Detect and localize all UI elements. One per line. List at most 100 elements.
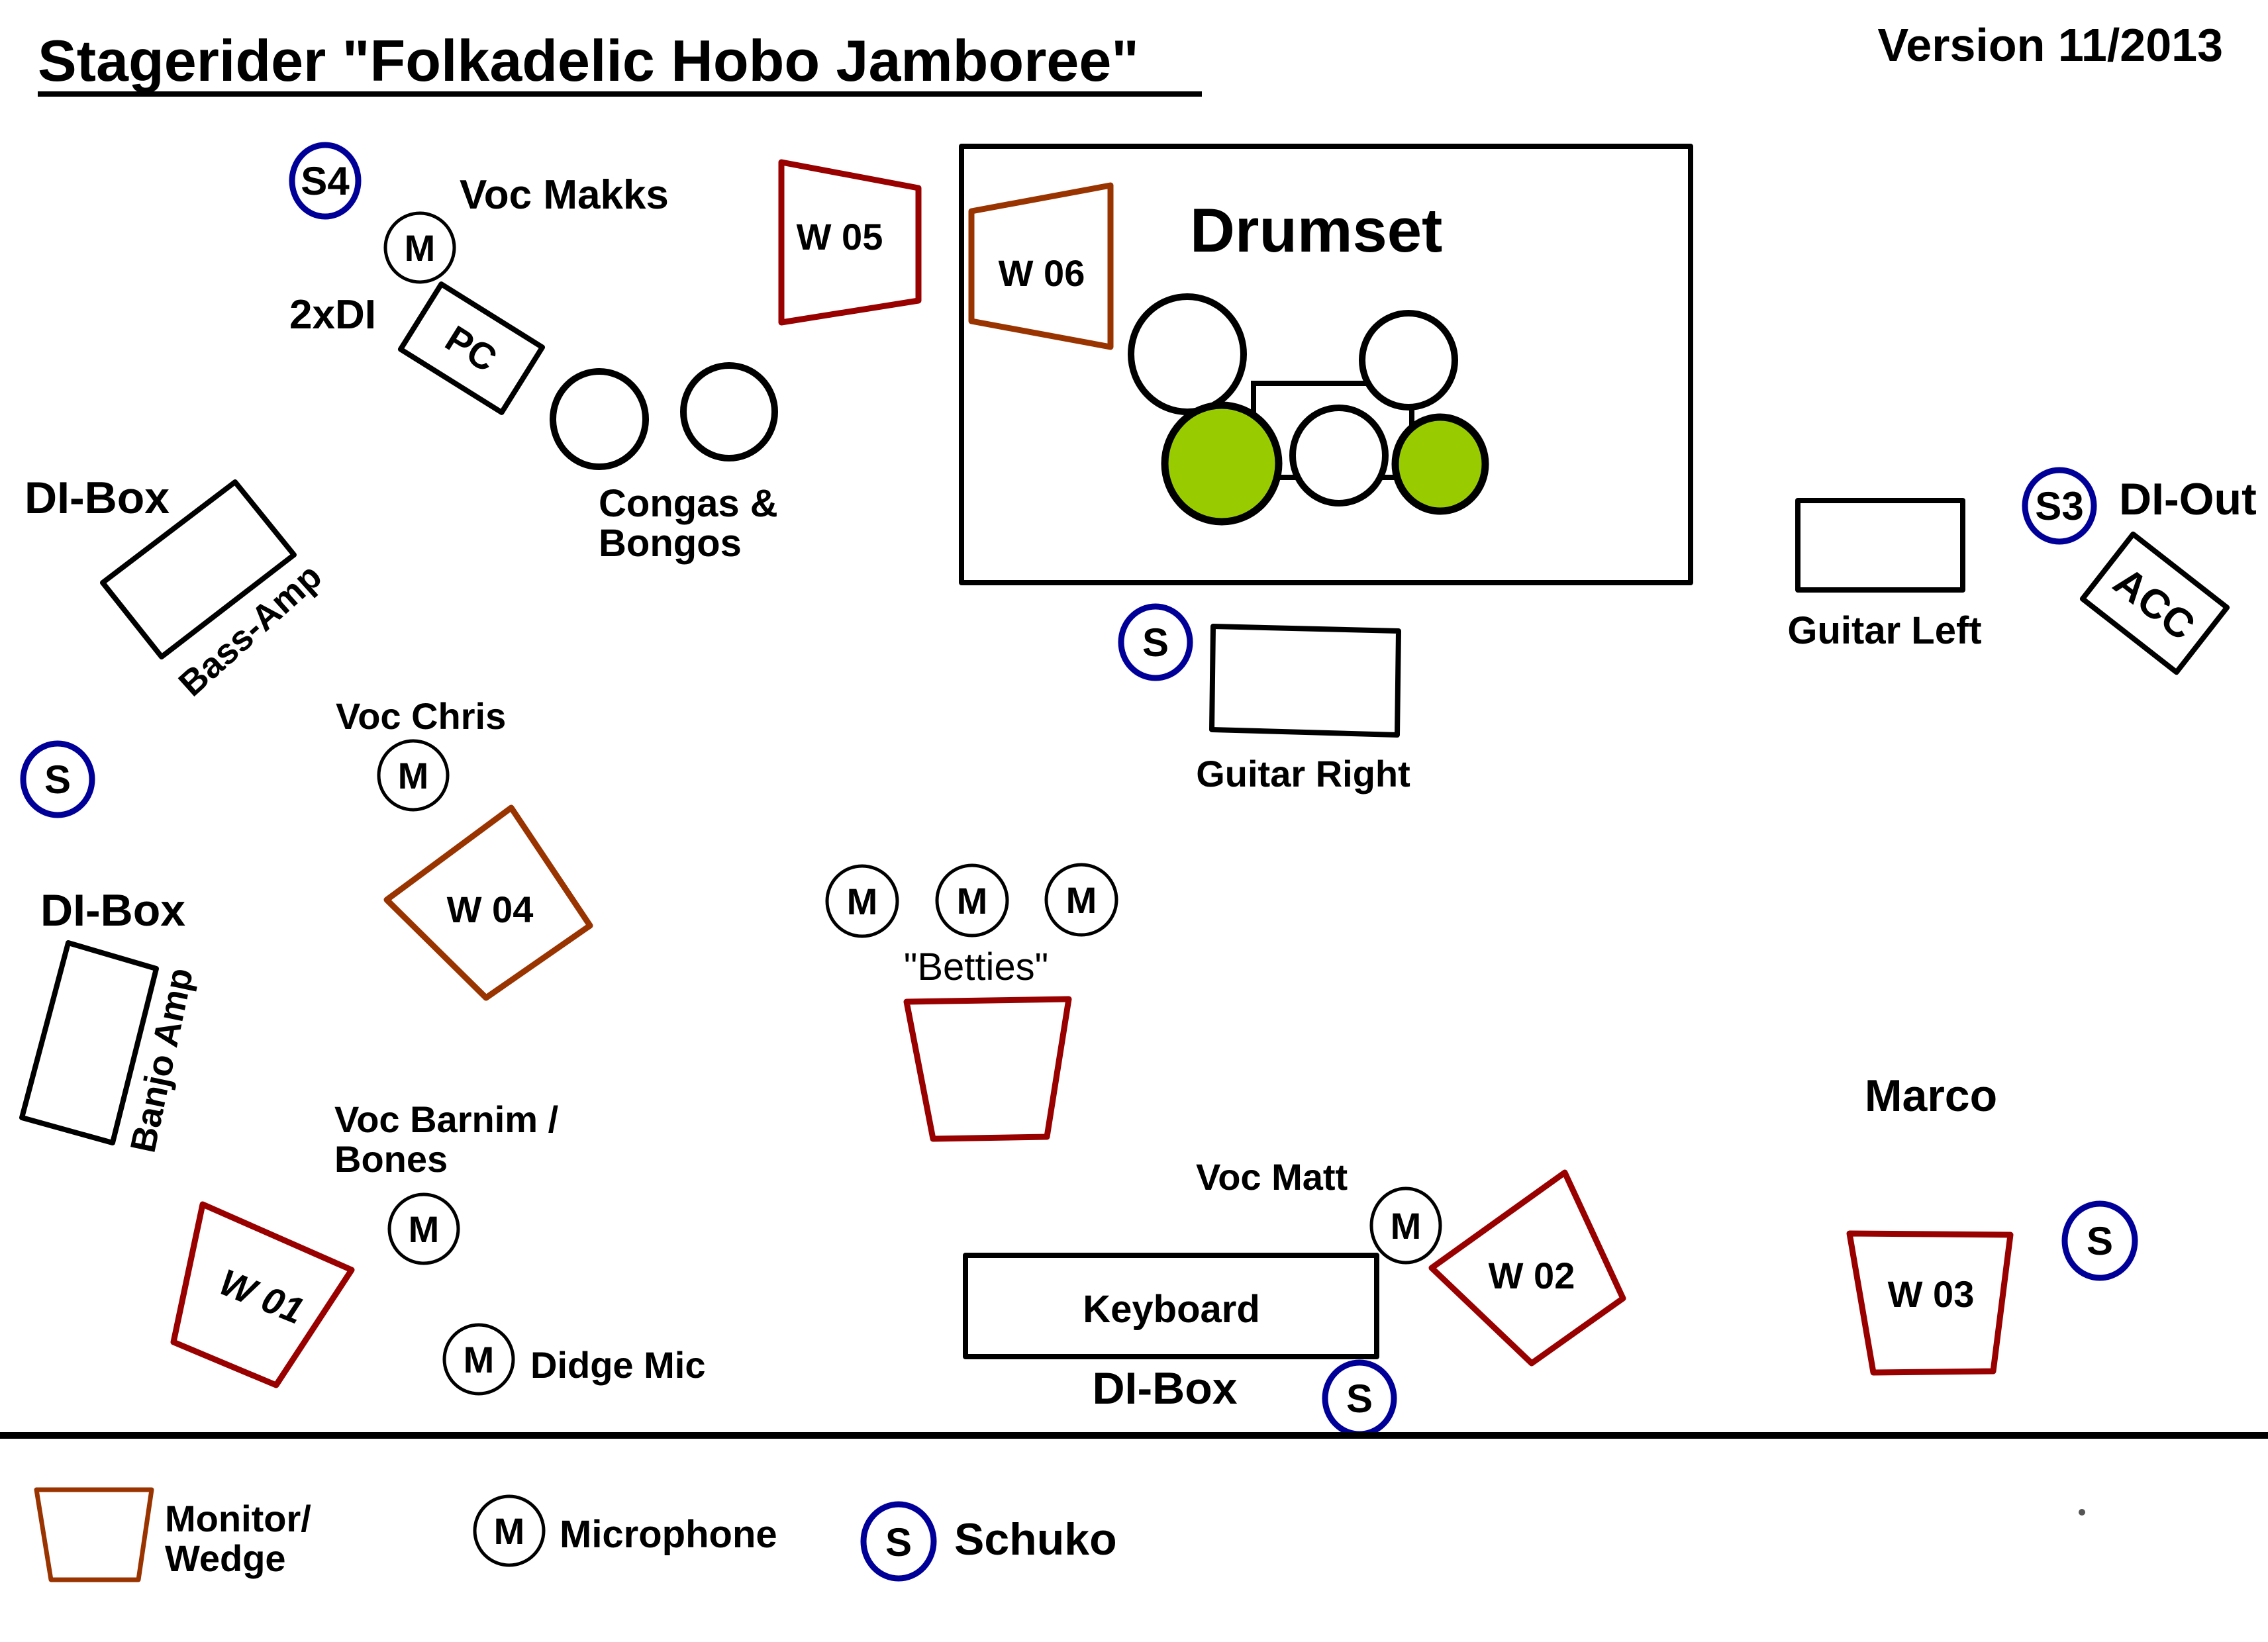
microphone-icon — [825, 864, 899, 938]
amp-rect — [1795, 498, 1965, 593]
schuko-label: S — [1346, 1376, 1373, 1421]
congas-label: Congas & — [599, 482, 778, 525]
schuko-keys: S — [1322, 1359, 1397, 1437]
mic-label: M — [1391, 1205, 1422, 1247]
version-label: Version 11/2013 — [1877, 19, 2223, 71]
wedge-icon — [968, 182, 1114, 350]
schuko-guitar-right: S — [1118, 603, 1193, 681]
acc-rect — [2079, 531, 2230, 675]
schuko-s3: S3 — [2022, 467, 2097, 545]
mic-label: M — [1066, 879, 1097, 921]
wedge-w05: W 05 — [778, 159, 922, 326]
stage-edge-line — [0, 1432, 2268, 1439]
wedge-w04: W 04 — [383, 804, 593, 1001]
guitar-left-label: Guitar Left — [1787, 609, 1981, 652]
microphone-icon — [1044, 863, 1118, 937]
acc-box: ACC — [2079, 531, 2230, 675]
schuko-label: S — [2087, 1219, 2113, 1263]
schuko-icon — [2022, 467, 2097, 545]
floor-tom-icon — [1161, 401, 1283, 526]
schuko-label: S — [1142, 620, 1169, 665]
banjo-amp-rect — [19, 940, 159, 1145]
mic-matt: M — [1369, 1186, 1442, 1265]
wedge-icon — [778, 159, 922, 326]
guitar-right-label: Guitar Right — [1196, 753, 1410, 795]
mic-label: M — [494, 1510, 525, 1552]
schuko-label: S — [885, 1520, 912, 1565]
keyboard: Keyboard — [963, 1253, 1379, 1359]
legend-schuko-label: Schuko — [954, 1514, 1117, 1565]
microphone-icon — [1369, 1186, 1442, 1265]
betties-label: "Betties" — [904, 945, 1049, 989]
legend-monitor-label: Monitor/ — [165, 1498, 311, 1539]
microphone-icon — [473, 1494, 546, 1567]
di-out-label: DI-Out — [2119, 474, 2257, 524]
mic-label: M — [957, 880, 988, 922]
microphone-icon — [383, 211, 456, 284]
wedge-label: W 05 — [797, 216, 883, 258]
microphone-icon — [442, 1323, 515, 1396]
voc-makks-label: Voc Makks — [460, 172, 669, 218]
guitar-right-amp: Guitar Right — [1196, 624, 1410, 795]
mic-makks: M — [383, 211, 456, 284]
mic-label: M — [847, 881, 878, 922]
voc-matt-label: Voc Matt — [1196, 1156, 1348, 1198]
microphone-icon — [387, 1192, 460, 1265]
schuko-label: S3 — [2035, 484, 2083, 528]
betties-mics: M M M "Betties" — [825, 863, 1118, 989]
legend-monitor: Monitor/ Wedge — [34, 1487, 311, 1582]
wedge-w06: W 06 — [968, 182, 1114, 350]
voc-chris-label: Voc Chris — [336, 695, 506, 737]
wedge-icon — [1846, 1230, 2014, 1376]
wedge-w02: W 02 — [1428, 1169, 1626, 1367]
guitar-left-amp: Guitar Left — [1787, 498, 1982, 652]
drumset-label: Drumset — [1190, 195, 1442, 265]
schuko-icon — [860, 1501, 937, 1582]
page-title: Stagerider "Folkadelic Hobo Jamboree" — [38, 28, 1139, 93]
wedge-label: W 03 — [1888, 1273, 1975, 1315]
conga-drum-icon — [550, 368, 649, 470]
header: Stagerider "Folkadelic Hobo Jamboree" Ve… — [38, 19, 2223, 97]
keyboard-rect — [963, 1253, 1379, 1359]
schuko-label: S — [44, 757, 71, 802]
wedge-label: W 06 — [999, 252, 1085, 294]
microphone-icon — [935, 863, 1009, 938]
wedge-icon — [383, 804, 593, 1001]
legend-schuko: S Schuko — [860, 1501, 1117, 1582]
didge-mic-label: Didge Mic — [530, 1344, 705, 1386]
schuko-right: S — [2061, 1200, 2138, 1281]
pc-box: PC — [397, 281, 546, 415]
mic-barnim: M — [387, 1192, 460, 1265]
mic-chris: M — [377, 739, 450, 812]
bass-amp-rect — [100, 479, 297, 659]
two-di-label: 2xDI — [289, 292, 376, 338]
microphone-icon — [377, 739, 450, 812]
di-box-bass-label: DI-Box — [25, 473, 170, 523]
congas: Congas & Bongos — [550, 362, 778, 565]
wedge-icon — [170, 1201, 355, 1388]
schuko-s4: S4 — [289, 142, 362, 220]
wedge-label: W 04 — [447, 889, 534, 930]
schuko-left: S — [20, 740, 95, 818]
stray-dot — [2079, 1509, 2085, 1516]
drumset-riser: Drumset — [959, 144, 1693, 585]
bongos-label: Bongos — [599, 522, 742, 565]
wedge-w01: W 01 — [170, 1201, 355, 1388]
title-underline — [38, 91, 1202, 97]
mic-label: M — [398, 755, 429, 797]
ride-cymbal-icon — [1359, 310, 1458, 410]
crash-cymbal-icon — [1128, 293, 1247, 415]
mic-label: M — [409, 1208, 440, 1250]
tom-icon — [1391, 413, 1489, 515]
voc-barnim-label: Voc Barnim / — [334, 1098, 559, 1140]
schuko-label: S4 — [301, 159, 350, 203]
wedge-label: W 02 — [1489, 1255, 1575, 1296]
pc-rect — [397, 281, 546, 415]
keyboard-label: Keyboard — [1083, 1288, 1260, 1331]
betties-wedge-icon — [903, 996, 1072, 1142]
wedge-icon — [34, 1487, 154, 1582]
legend-microphone-label: Microphone — [560, 1513, 777, 1556]
snare-drum-icon — [1289, 405, 1389, 507]
bongo-drum-icon — [680, 362, 778, 461]
